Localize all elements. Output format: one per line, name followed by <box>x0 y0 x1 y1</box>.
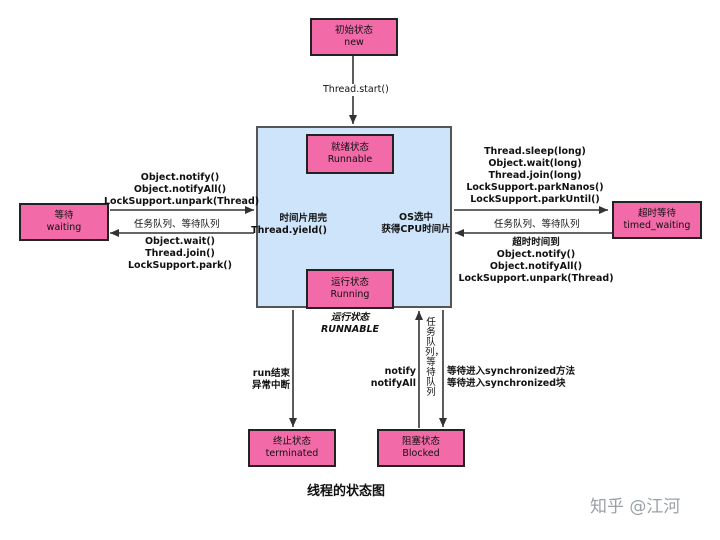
label-from-timed: 超时时间到 Object.notify() Object.notifyAll()… <box>456 237 616 285</box>
label-from-blocked: notify notifyAll <box>366 366 416 390</box>
label-os-select-1: 获得CPU时间片 <box>381 224 451 235</box>
label-waiting-queue-right: 任务队列、等待队列 <box>494 219 580 230</box>
label-blocked-queue: 任务队列，等待队列 <box>425 317 445 398</box>
label-start: Thread.start() <box>323 84 389 96</box>
label-from-blocked-0: notify <box>384 366 416 377</box>
runnable-group-en: RUNNABLE <box>320 324 380 335</box>
runnable-group-label: 运行状态 RUNNABLE <box>318 312 382 336</box>
state-ready: 就绪状态 Runnable <box>306 134 394 174</box>
label-to-blocked-0: 等待进入synchronized方法 <box>447 366 576 377</box>
label-terminate: run结束 异常中断 <box>240 368 290 392</box>
label-from-blocked-1: notifyAll <box>370 378 416 389</box>
label-to-timed-2: Thread.join(long) <box>488 170 582 181</box>
state-waiting-zh: 等待 <box>54 210 74 221</box>
state-blocked-en: Blocked <box>402 448 440 459</box>
label-to-timed-0: Thread.sleep(long) <box>484 146 586 157</box>
label-from-timed-0: 超时时间到 <box>512 237 560 248</box>
state-waiting: 等待 waiting <box>19 203 109 241</box>
label-from-waiting-1: Object.notifyAll() <box>133 184 227 195</box>
label-to-blocked-1: 等待进入synchronized块 <box>447 378 566 389</box>
state-waiting-en: waiting <box>46 222 82 233</box>
label-to-waiting: Object.wait() Thread.join() LockSupport.… <box>118 236 242 272</box>
diagram-caption: 线程的状态图 <box>307 484 386 499</box>
state-blocked-zh: 阻塞状态 <box>401 436 440 447</box>
label-to-waiting-2: LockSupport.park() <box>128 260 232 271</box>
label-yield: 时间片用完 Thread.yield() <box>250 213 327 237</box>
state-timed-waiting-zh: 超时等待 <box>637 208 676 219</box>
state-running-en: Running <box>330 289 370 300</box>
label-os-select-0: OS选中 <box>399 212 433 223</box>
label-to-timed-4: LockSupport.parkUntil() <box>470 194 600 205</box>
state-timed-waiting-en: timed_waiting <box>623 220 691 231</box>
state-blocked: 阻塞状态 Blocked <box>377 429 465 467</box>
label-os-select: OS选中 获得CPU时间片 <box>376 212 456 236</box>
label-from-timed-3: LockSupport.unpark(Thread) <box>458 273 614 284</box>
label-yield-1: Thread.yield() <box>251 225 327 236</box>
label-yield-0: 时间片用完 <box>279 213 327 224</box>
label-from-timed-1: Object.notify() <box>496 249 576 260</box>
label-to-waiting-1: Thread.join() <box>145 248 215 259</box>
label-to-blocked: 等待进入synchronized方法 等待进入synchronized块 <box>447 366 575 390</box>
state-terminated: 终止状态 terminated <box>248 429 336 467</box>
state-new-zh: 初始状态 <box>334 25 373 36</box>
label-to-timed-1: Object.wait(long) <box>488 158 582 169</box>
label-from-waiting-2: LockSupport.unpark(Thread) <box>104 196 260 207</box>
state-ready-zh: 就绪状态 <box>330 142 369 153</box>
runnable-group-zh: 运行状态 <box>330 312 369 323</box>
label-to-timed: Thread.sleep(long) Object.wait(long) Thr… <box>460 146 610 206</box>
state-running: 运行状态 Running <box>306 269 394 309</box>
label-waiting-queue-left: 任务队列、等待队列 <box>134 219 220 230</box>
state-ready-en: Runnable <box>327 154 373 165</box>
label-from-waiting-0: Object.notify() <box>140 172 220 183</box>
label-from-waiting: Object.notify() Object.notifyAll() LockS… <box>104 172 260 208</box>
state-terminated-en: terminated <box>265 448 319 459</box>
state-running-zh: 运行状态 <box>330 277 369 288</box>
label-terminate-0: run结束 <box>252 368 290 379</box>
label-to-timed-3: LockSupport.parkNanos() <box>466 182 604 193</box>
watermark: 知乎 @江河 <box>590 497 681 517</box>
state-timed-waiting: 超时等待 timed_waiting <box>612 201 702 239</box>
state-terminated-zh: 终止状态 <box>272 436 311 447</box>
state-new: 初始状态 new <box>310 18 398 56</box>
state-new-en: new <box>344 37 364 48</box>
label-from-timed-2: Object.notifyAll() <box>489 261 583 272</box>
label-to-waiting-0: Object.wait() <box>144 236 216 247</box>
label-terminate-1: 异常中断 <box>251 380 290 391</box>
